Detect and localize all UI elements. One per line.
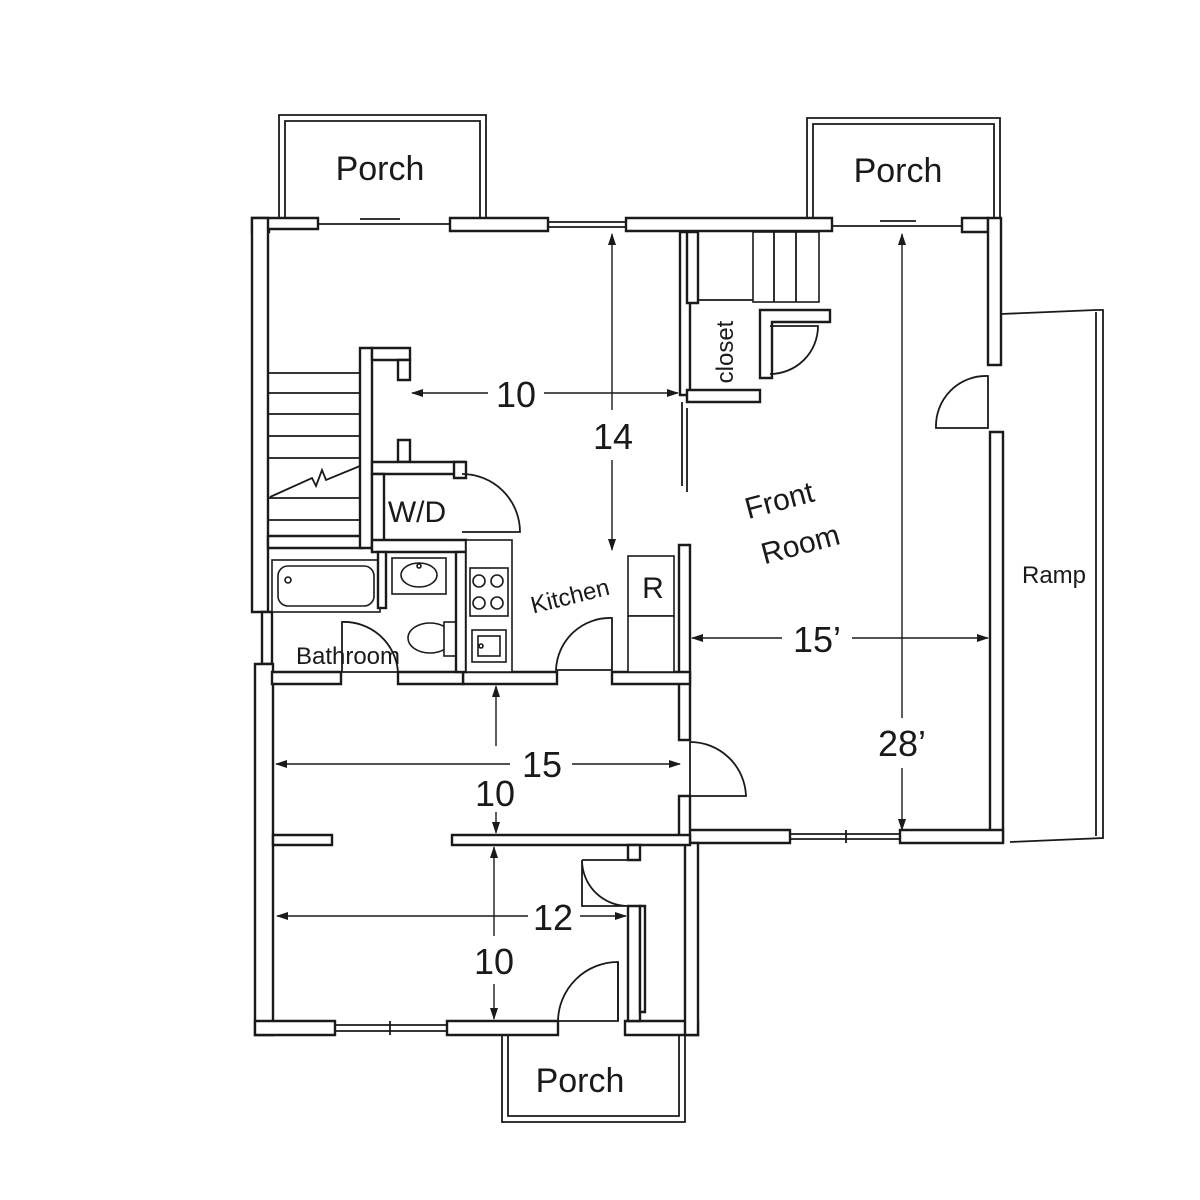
dim-lower-room-depth: 10 [474,941,514,982]
dim-front-room-width: 15’ [793,619,841,660]
ramp [1000,309,1104,843]
refrigerator-label: R [642,572,664,605]
porch-label-top-left: Porch [336,150,425,188]
porch-bottom [501,1035,686,1123]
bathroom-label: Bathroom [296,643,400,670]
wd-closet [370,460,521,554]
bathroom-fixtures [271,550,468,674]
closet-label: closet [712,320,739,383]
dim-middle-room-depth: 10 [475,773,515,814]
dim-middle-room-width: 15 [522,744,562,785]
door-swings [341,375,989,1022]
front-room-label-line1: Front [741,476,818,526]
porch-top-left [278,114,487,218]
porch-top-right [806,117,1001,218]
dim-lower-room-width: 12 [533,897,573,938]
kitchen-fixtures [465,539,675,673]
dimension-lines [275,233,989,1020]
ramp-label: Ramp [1022,562,1086,589]
stairs-top-right [685,230,832,404]
wd-label: W/D [388,496,446,529]
porch-label-top-right: Porch [854,152,943,190]
dim-upper-room-depth: 14 [593,416,633,457]
dim-upper-room-width: 10 [496,374,536,415]
kitchen-label: Kitchen [528,574,612,620]
exterior-walls [250,216,1005,1037]
front-room-label-line2: Room [758,519,844,572]
stairs-left [266,346,466,550]
porch-label-bottom: Porch [536,1062,625,1100]
dim-front-room-depth: 28’ [878,723,926,764]
